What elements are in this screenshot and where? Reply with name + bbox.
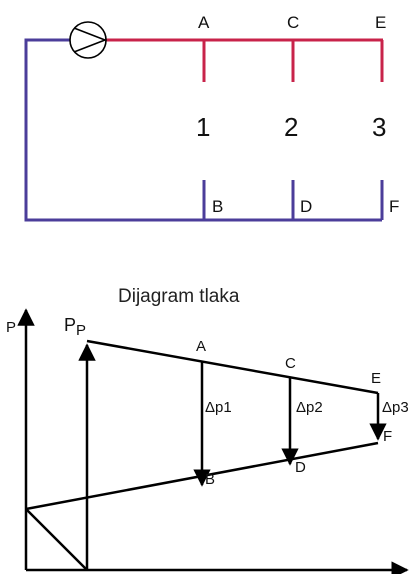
node-label-C: C bbox=[287, 13, 299, 32]
pump-icon bbox=[69, 21, 108, 59]
delta-label-2: Δp2 bbox=[296, 399, 323, 416]
consumer-label-2: 2 bbox=[284, 112, 298, 142]
node-label-E: E bbox=[375, 13, 386, 32]
point-label-E: E bbox=[371, 370, 381, 387]
node-label-F: F bbox=[389, 197, 399, 216]
point-label-C: C bbox=[285, 355, 296, 372]
point-label-B: B bbox=[205, 471, 215, 488]
supply-pipes bbox=[106, 38, 384, 82]
y-axis-label: P bbox=[6, 319, 16, 336]
node-label-A: A bbox=[198, 13, 210, 32]
pump-pressure-label: P bbox=[64, 315, 76, 335]
delta-label-3: Δp3 bbox=[382, 399, 409, 416]
diagram-title: Dijagram tlaka bbox=[118, 286, 240, 307]
circuit-schematic: A C E B D F 1 2 3 bbox=[24, 13, 399, 222]
start-pressure-segment bbox=[25, 508, 88, 571]
node-label-D: D bbox=[300, 197, 312, 216]
node-label-B: B bbox=[212, 197, 223, 216]
pump-pressure-subscript: P bbox=[76, 322, 86, 339]
return-pipes bbox=[24, 38, 384, 222]
consumer-label-1: 1 bbox=[196, 112, 210, 142]
consumer-label-3: 3 bbox=[372, 112, 386, 142]
pressure-diagram: Dijagram tlaka P P P A C E B D F Δp1 Δp2… bbox=[6, 286, 409, 574]
point-label-A: A bbox=[196, 338, 206, 355]
delta-label-1: Δp1 bbox=[205, 399, 232, 416]
point-label-D: D bbox=[295, 459, 306, 476]
point-label-F: F bbox=[383, 428, 392, 445]
supply-pressure-line bbox=[86, 339, 379, 395]
